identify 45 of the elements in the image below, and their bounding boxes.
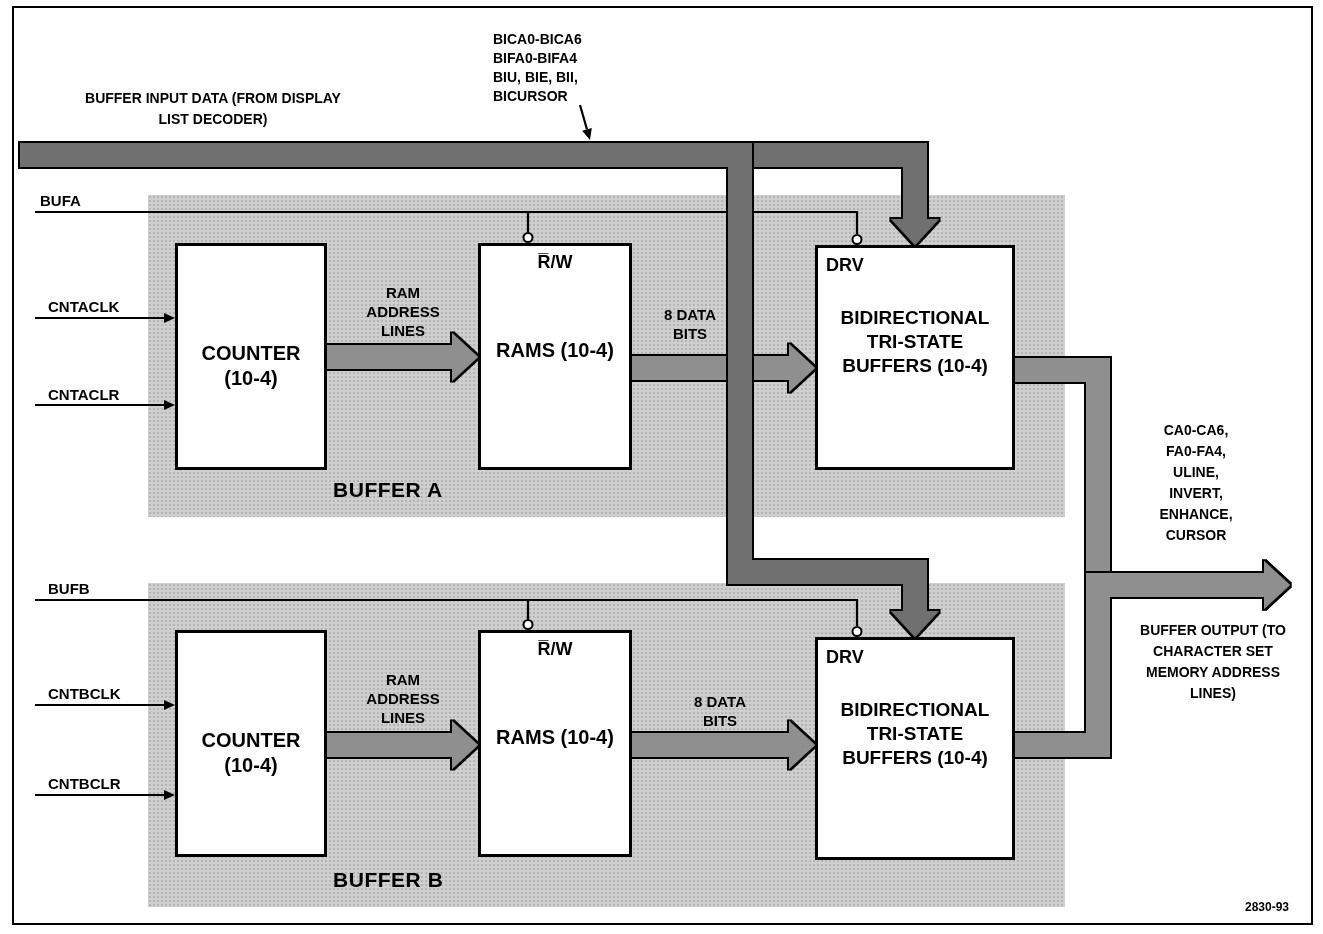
tri-state-buffer-box [815,245,1015,470]
signal-label: CNTBCLR [48,774,122,793]
signal-label: BUFA [40,191,82,210]
arrow [35,313,175,323]
ram-box [478,243,632,470]
bus-arrow [632,344,815,392]
bus-arrow [327,333,478,381]
signal-label: RAM ADDRESS LINES [365,670,441,727]
signal-label: CNTACLR [48,385,121,404]
bus-arrow [1015,561,1290,757]
pin-label: R̅/W [537,251,573,274]
panel-title: BUFFER A [333,476,443,503]
box-label: RAMS (10-4) [495,725,615,750]
tri-state-buffer-box [815,637,1015,860]
signal-label: CNTACLK [48,297,121,316]
bus-label: CA0-CA6, FA0-FA4, ULINE, INVERT, ENHANCE, CURSOR [1158,421,1234,545]
box-label: BIDIRECTIONAL TRI-STATE BUFFERS (10-4) [839,306,991,378]
box-label: COUNTER (10-4) [200,341,302,391]
pin-label: R̅/W [537,638,573,661]
counter-box [175,243,327,470]
box-label: RAMS (10-4) [495,338,615,363]
signal-label: CNTBCLK [48,684,122,703]
bus-arrow [327,721,478,769]
buffer-panel [148,583,1065,907]
box-label: BIDIRECTIONAL TRI-STATE BUFFERS (10-4) [839,698,991,770]
bus-label: BUFFER OUTPUT (TO CHARACTER SET MEMORY ADDRESS LINES) [1139,621,1287,703]
figure-number: 2830-93 [1245,899,1291,916]
panel-title: BUFFER B [333,866,444,893]
signal-label: RAM ADDRESS LINES [365,283,441,340]
buffer-panel [148,195,1065,517]
signal-label: 8 DATA BITS [663,305,717,343]
arrow [35,700,175,710]
counter-box [175,630,327,857]
signal-list-text: BICA0-BICA6 BIFA0-BIFA4 BIU, BIE, BII, BICURSOR [493,30,605,105]
bus-label: BUFFER INPUT DATA (FROM DISPLAY LIST DECODER) [84,89,342,129]
signal-label: BUFB [48,579,91,598]
arrow [35,790,175,800]
box-label: COUNTER (10-4) [200,728,302,778]
bus-arrow [632,721,815,769]
pin-label: DRV [826,254,864,277]
arrow [578,104,592,140]
pin-label: DRV [826,646,864,669]
signal-label: 8 DATA BITS [693,692,747,730]
ram-box [478,630,632,857]
arrow [35,400,175,410]
